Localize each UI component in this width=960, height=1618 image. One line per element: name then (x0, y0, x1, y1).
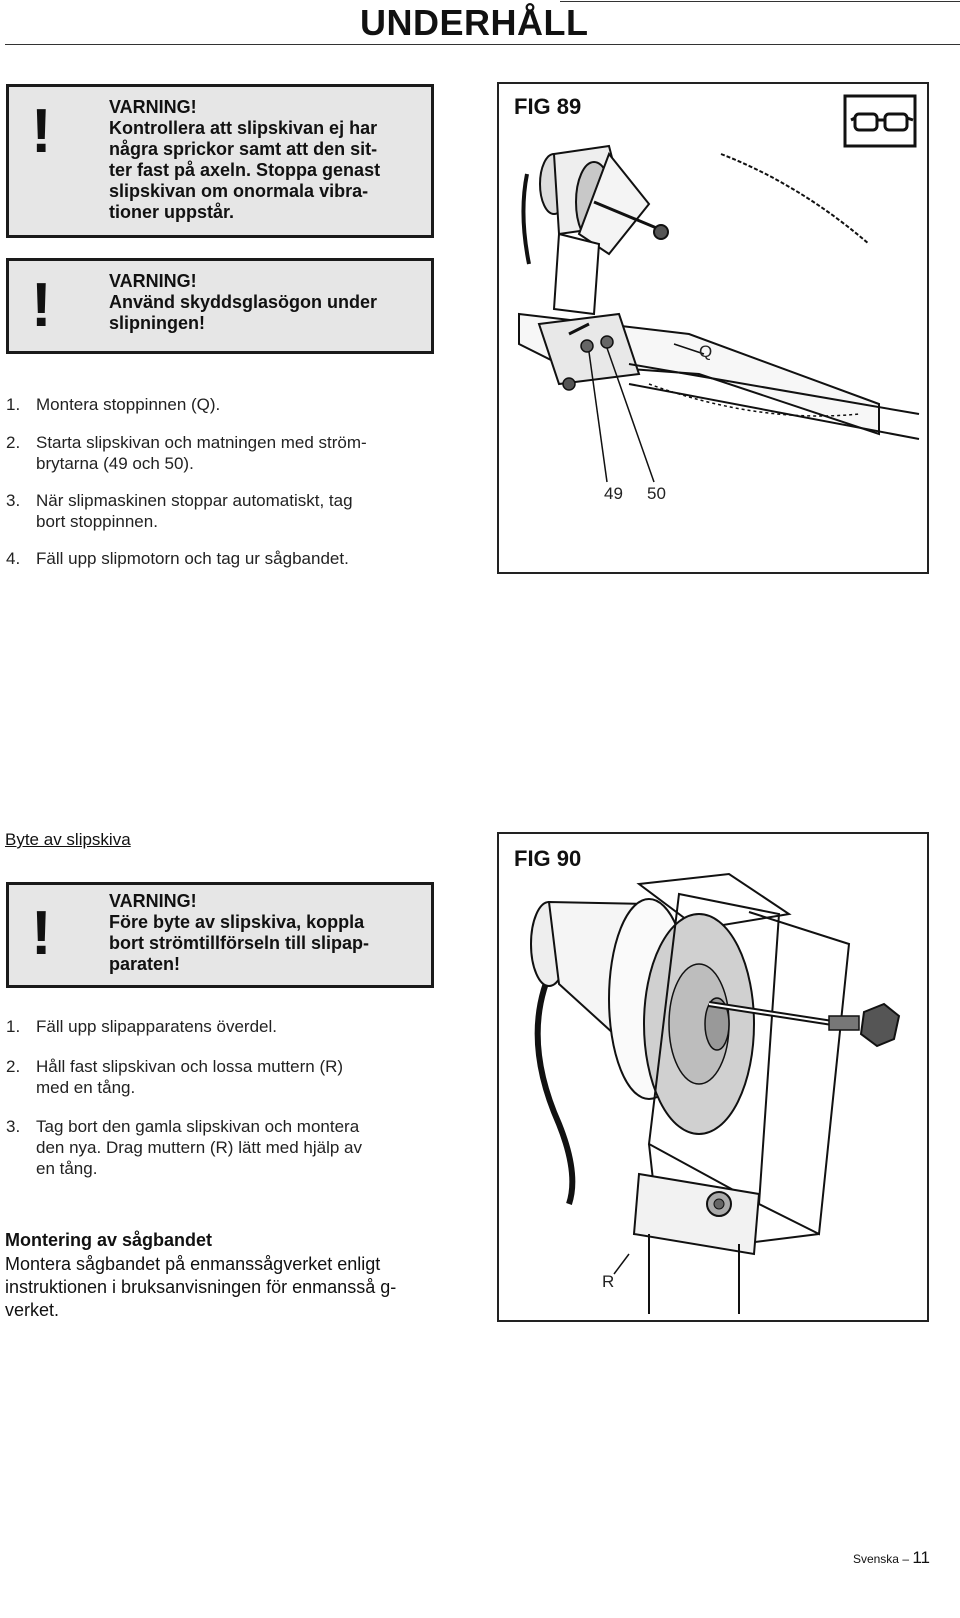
figure-label: FIG 90 (514, 846, 582, 871)
warning-line: paraten! (109, 954, 181, 974)
warning-text: VARNING! Kontrollera att slipskivan ej h… (109, 97, 411, 223)
footer-dash: – (902, 1552, 909, 1566)
footer-language: Svenska (852, 1552, 899, 1566)
callout-q: Q (699, 342, 713, 361)
warning-line: tioner uppstår. (109, 202, 235, 222)
grinder-illustration (518, 94, 920, 483)
warning-line: slipningen! (109, 313, 205, 333)
warning-line: Använd skyddsglasögon under (109, 292, 378, 312)
page-footer: Svenska – 11 (853, 1548, 930, 1568)
warning-exclamation-icon: ! (31, 899, 52, 968)
section-heading-change-wheel: Byte av slipskiva (5, 830, 131, 849)
warning-exclamation-icon: ! (31, 271, 52, 340)
warning-line: bort strömtillförseln till slipap- (109, 933, 370, 953)
page-number: 11 (912, 1548, 930, 1567)
warning-text: VARNING! Före byte av slipskiva, koppla … (109, 891, 411, 975)
nut-knob-icon (708, 1001, 901, 1048)
header-rule (5, 44, 960, 45)
grinder-motor (521, 144, 669, 265)
warning-box-cracks: ! VARNING! Kontrollera att slipskivan ej… (6, 84, 434, 238)
warning-line: Kontrollera att slipskivan ej har (109, 118, 378, 138)
section-heading-mount-blade: Montering av sågbandet (5, 1230, 213, 1250)
callout-50: 50 (647, 484, 666, 503)
steps-list-change-wheel: 1. Fäll upp slipapparatens överdel. 2. H… (6, 1017, 362, 1178)
warning-line: ter fast på axeln. Stoppa genast (109, 160, 381, 180)
warning-line: några sprickor samt att den sit- (109, 139, 378, 159)
steps-list-sharpening: 1. Montera stoppinnen (Q). 2. Starta sli… (6, 395, 367, 568)
safety-glasses-icon (843, 94, 917, 148)
warning-box-power: ! VARNING! Före byte av slipskiva, koppl… (6, 882, 434, 988)
warning-line: slipskivan om onormala vibra- (109, 181, 369, 201)
warning-text: VARNING! Använd skyddsglasögon under sli… (109, 271, 411, 334)
figure-label: FIG 89 (514, 94, 582, 119)
warning-line: Före byte av slipskiva, koppla (109, 912, 365, 932)
warning-exclamation-icon: ! (31, 97, 52, 166)
grinder-base (518, 232, 920, 440)
callout-49: 49 (604, 484, 623, 503)
warning-line: VARNING! (109, 97, 197, 117)
mount-blade-text: Montera sågbandet på enmanssågverket enl… (5, 1254, 397, 1320)
callout-r: R (602, 1272, 615, 1291)
wheel-change-illustration (530, 872, 901, 1314)
grinder-motor (530, 898, 755, 1135)
figure-89: FIG 89 (497, 82, 929, 574)
page-title: UNDERHÅLL (360, 2, 589, 43)
figure-90: FIG 90 R (497, 832, 929, 1322)
switch-icon (568, 322, 614, 353)
header-top-rule (560, 1, 960, 2)
warning-line: VARNING! (109, 891, 197, 911)
warning-box-glasses: ! VARNING! Använd skyddsglasögon under s… (6, 258, 434, 354)
warning-line: VARNING! (109, 271, 197, 291)
